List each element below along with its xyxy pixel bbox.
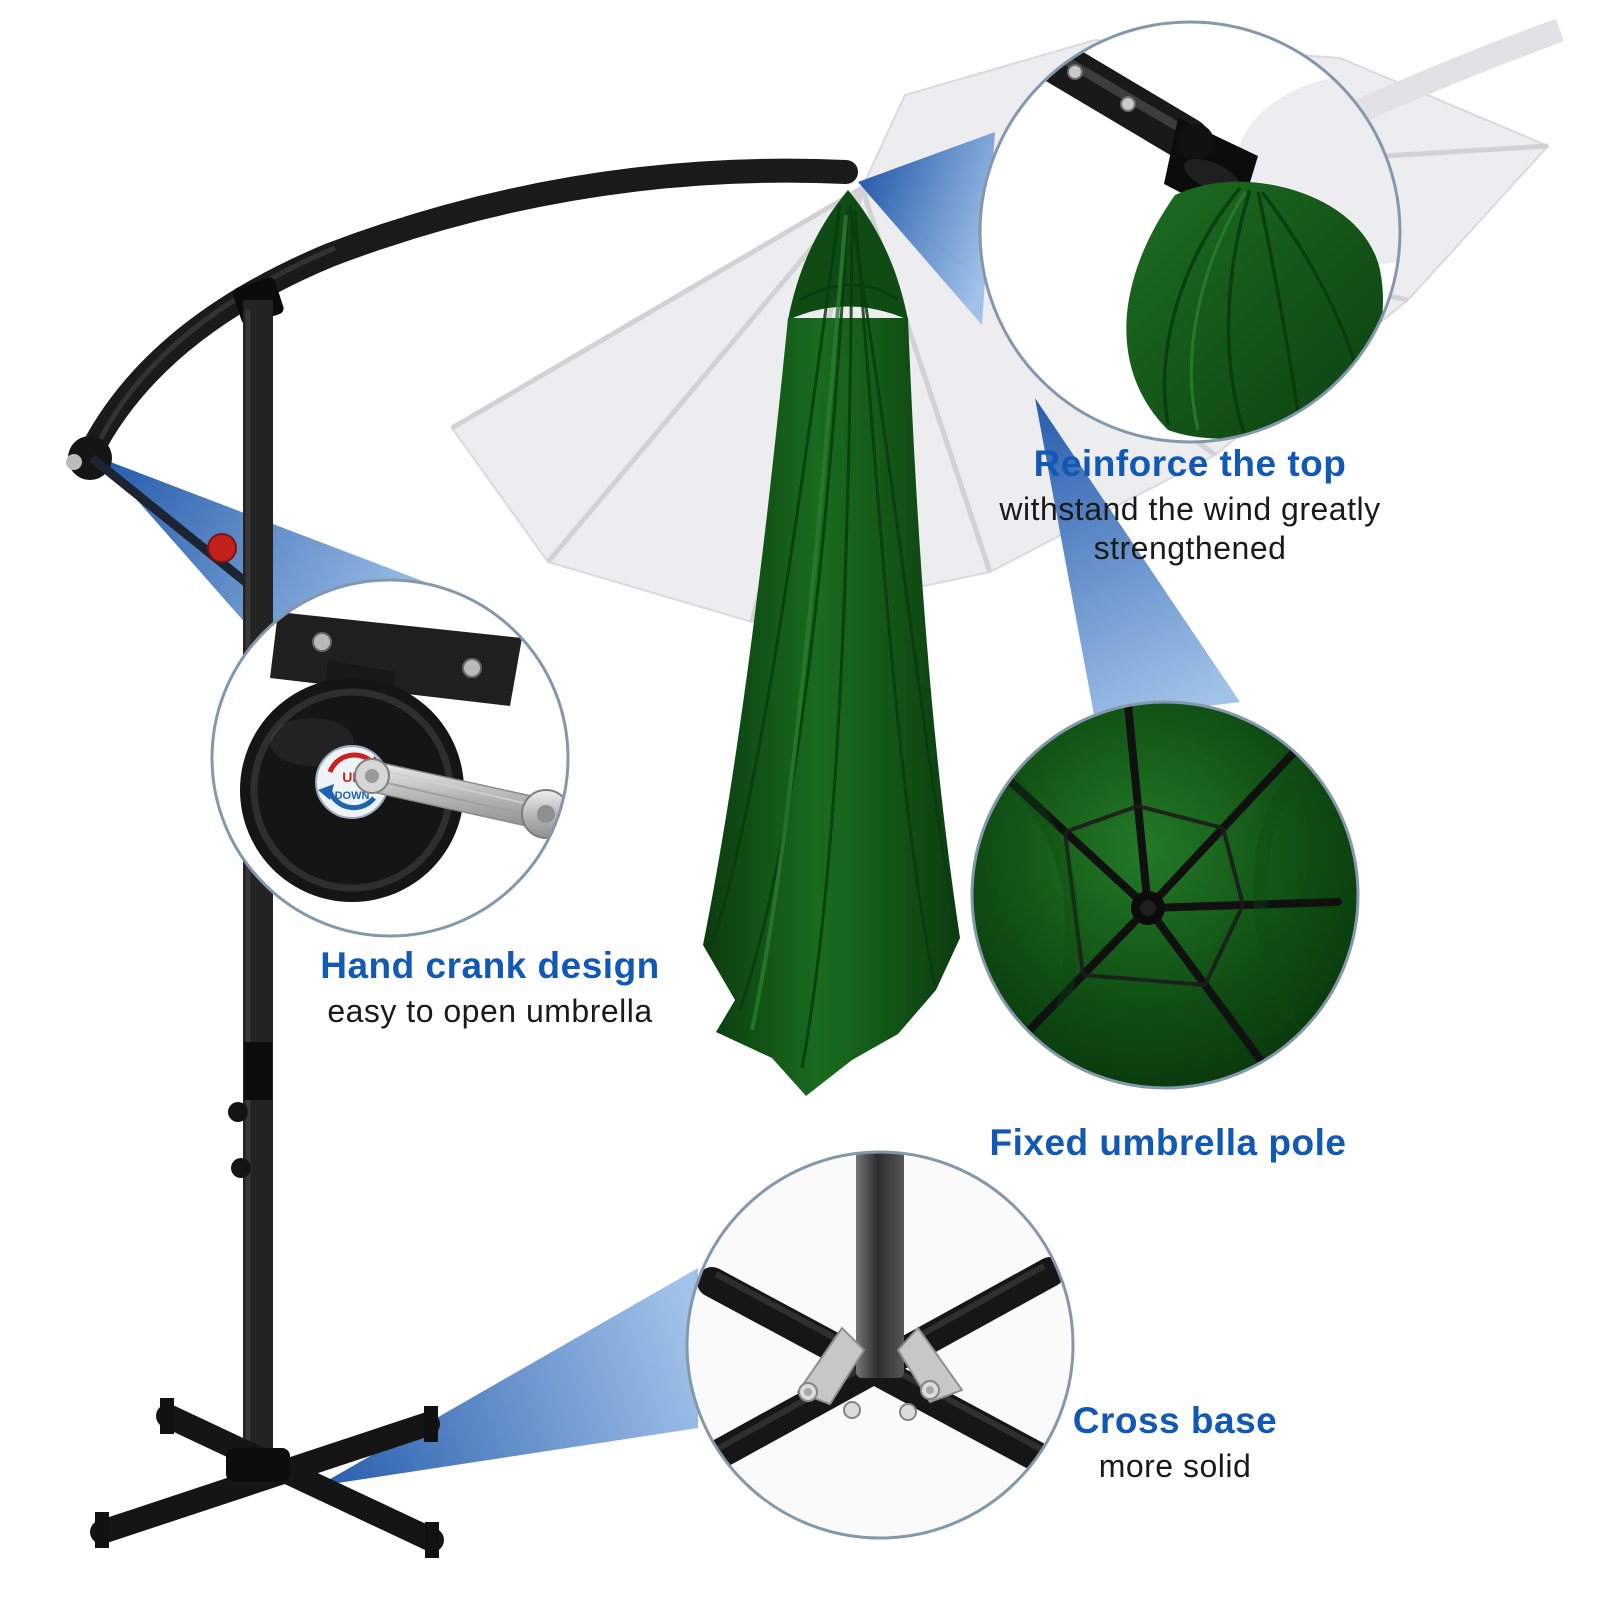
crank-heading: Hand crank design	[320, 945, 660, 986]
crank-knob-red	[207, 533, 237, 563]
dial-down-label: DOWN	[335, 790, 370, 802]
base-sub: more solid	[1098, 1448, 1252, 1485]
callout-text-pole: Fixed umbrella pole	[870, 1120, 1466, 1169]
base-heading: Cross base	[1072, 1400, 1278, 1441]
callout-text-base: Cross base more solid	[955, 1398, 1395, 1486]
reinforce-heading: Reinforce the top	[1033, 443, 1347, 484]
callout-beam-reinforce	[858, 132, 995, 325]
support-rod	[89, 454, 261, 596]
crank-sub: easy to open umbrella	[327, 993, 653, 1030]
reinforce-line2: strengthened	[1093, 530, 1287, 567]
callout-circle-cross-base	[685, 1150, 1075, 1540]
pole-heading: Fixed umbrella pole	[989, 1122, 1347, 1163]
callout-beams	[100, 132, 1240, 1486]
umbrella-frame	[66, 158, 858, 1468]
callout-beam-pole	[1035, 398, 1240, 720]
callout-circle-fixed-pole	[970, 700, 1360, 1090]
callout-circle-reinforce-top	[978, 20, 1402, 444]
callout-text-reinforce: Reinforce the top withstand the wind gre…	[880, 441, 1500, 568]
reinforce-line1: withstand the wind greatly	[999, 491, 1381, 528]
closed-canopy	[703, 190, 960, 1096]
pole-hand-screw	[228, 1102, 248, 1122]
pole-hand-screw	[231, 1158, 251, 1178]
pole-collar	[244, 1042, 272, 1100]
cross-base	[90, 1398, 444, 1558]
callout-text-crank: Hand crank design easy to open umbrella	[180, 943, 800, 1031]
callout-circle-hand-crank: UP DOWN	[210, 578, 570, 938]
